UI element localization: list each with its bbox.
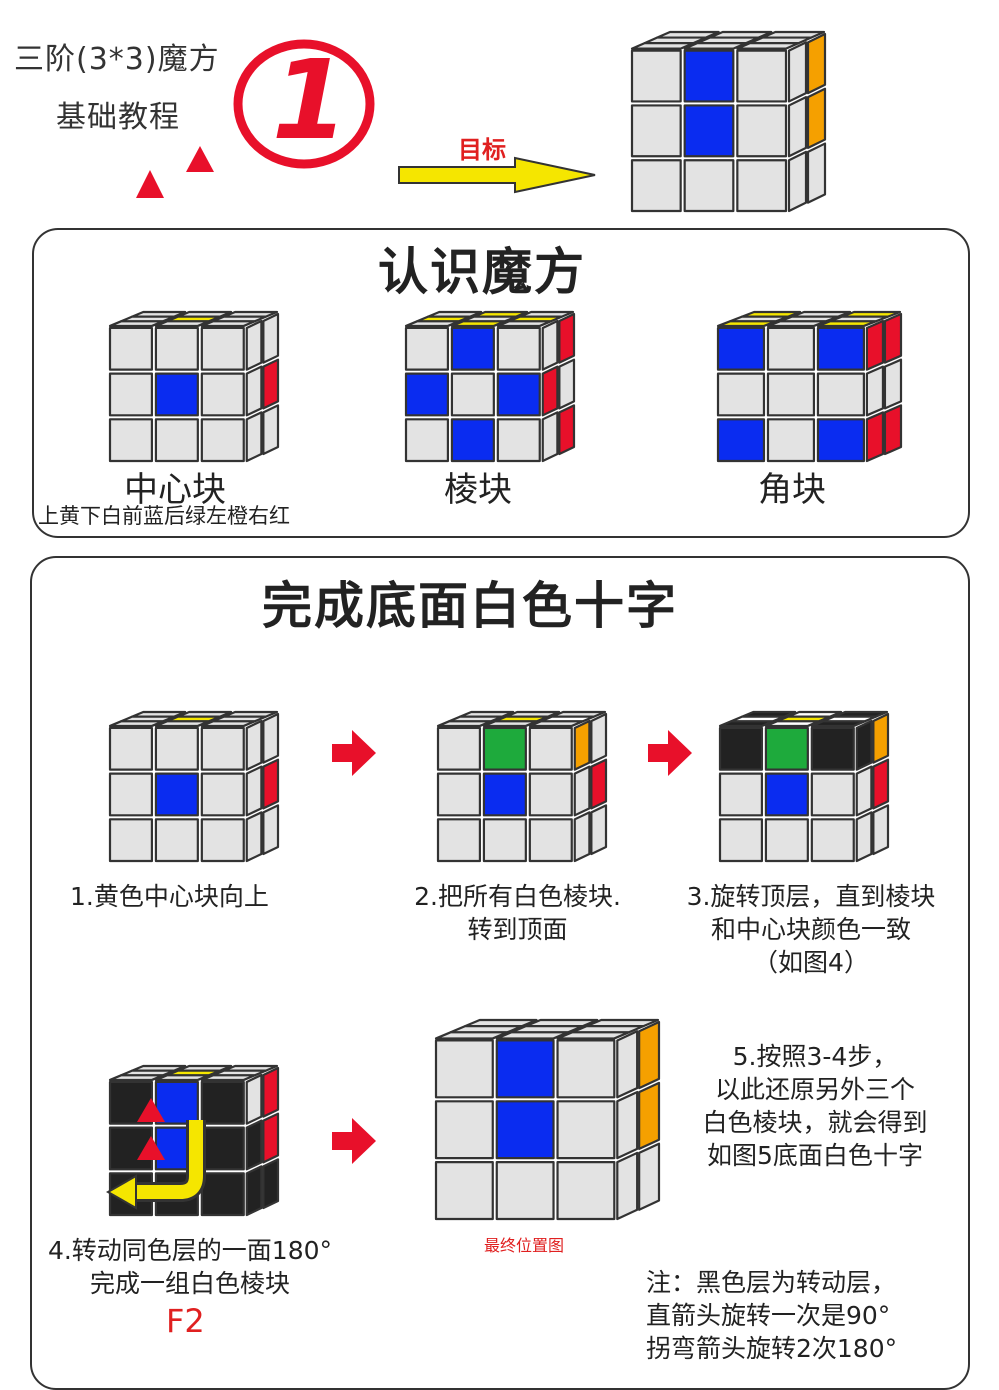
goal-cube (630, 30, 827, 213)
step3-text: 3.旋转顶层，直到棱块 和中心块颜色一致 （如图4） (686, 882, 936, 977)
step-number-badge (233, 39, 375, 169)
final-position-cube (434, 1018, 661, 1221)
color-scheme-note: 上黄下白前蓝后绿左橙右红 (38, 504, 290, 528)
center-piece-cube (108, 310, 280, 463)
section-title-recognize: 认识魔方 (378, 243, 586, 301)
arrow-right-icon (398, 156, 596, 194)
step2-text: 2.把所有白色棱块. 转到顶面 (414, 882, 621, 944)
arrow-right-icon (332, 730, 376, 776)
final-position-caption: 最终位置图 (484, 1236, 565, 1255)
step4-notation: F2 (166, 1302, 205, 1340)
step3-cube (718, 710, 890, 863)
red-triangles-icon (136, 146, 214, 198)
tutorial-title: 三阶(3*3)魔方 (14, 42, 220, 77)
section-title-cross: 完成底面白色十字 (262, 577, 678, 635)
arrow-right-icon (648, 730, 692, 776)
note-text: 注：黑色层为转动层， 直箭头旋转一次是90° 拐弯箭头旋转2次180° (646, 1268, 898, 1363)
step5-text: 5.按照3-4步， 以此还原另外三个 白色棱块，就会得到 如图5底面白色十字 (702, 1042, 928, 1170)
step-number: 1 (271, 36, 349, 164)
tutorial-subtitle: 基础教程 (56, 100, 180, 135)
step1-cube (108, 710, 280, 863)
turn-arrow-icon (105, 1098, 206, 1210)
cross-panel (30, 556, 970, 1390)
corner-piece-cube (716, 310, 903, 463)
label-edge-piece: 棱块 (444, 470, 512, 510)
arrow-right-icon (332, 1118, 376, 1164)
label-corner-piece: 角块 (758, 470, 826, 510)
step1-text: 1.黄色中心块向上 (70, 882, 269, 911)
goal-label: 目标 (458, 136, 506, 164)
label-center-piece: 中心块 (124, 470, 226, 510)
step4-text: 4.转动同色层的一面180° 完成一组白色棱块 (47, 1236, 333, 1298)
step2-cube (436, 710, 608, 863)
edge-piece-cube (404, 310, 576, 463)
